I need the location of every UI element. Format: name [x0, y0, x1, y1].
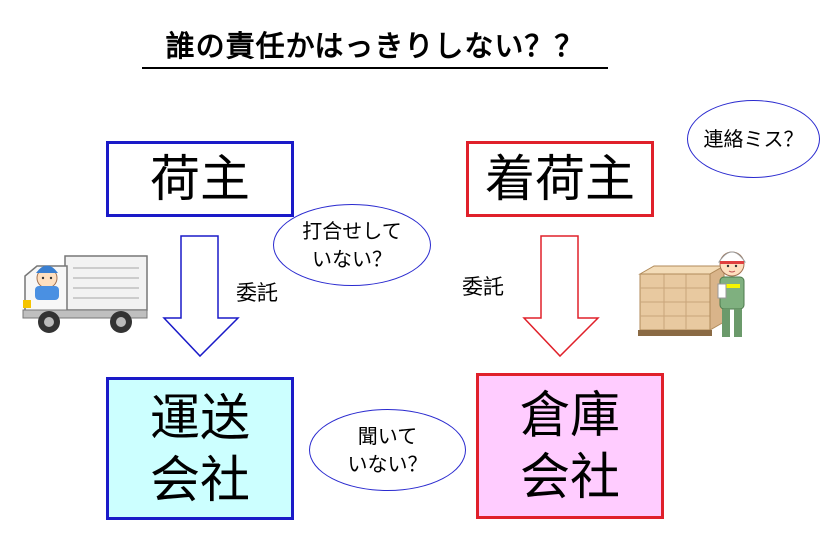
carrier-box: 運送 会社: [106, 377, 294, 520]
delivery-truck-icon: [22, 255, 148, 333]
bubble-no-meeting: 打合せして いない？: [273, 204, 431, 286]
warehouse-label: 倉庫 会社: [520, 386, 620, 506]
page-title: 誰の責任かはっきりしない？？: [142, 28, 608, 69]
carrier-label: 運送 会社: [150, 388, 250, 509]
consign-label-left: 委託: [236, 281, 278, 305]
consign-label-right: 委託: [462, 275, 504, 299]
consignee-label: 着荷主: [485, 150, 635, 208]
shipper-box: 荷主: [106, 141, 294, 217]
bubble-not-heard: 聞いて いない？: [309, 409, 466, 491]
consignee-box: 着荷主: [466, 141, 654, 217]
bubble-miscommunication: 連絡ミス？: [687, 100, 820, 178]
warehouse-box: 倉庫 会社: [476, 373, 664, 519]
right-down-arrow: [522, 235, 600, 358]
left-down-arrow: [162, 235, 240, 358]
shipper-label: 荷主: [150, 150, 250, 208]
warehouse-worker-icon: [638, 251, 746, 337]
